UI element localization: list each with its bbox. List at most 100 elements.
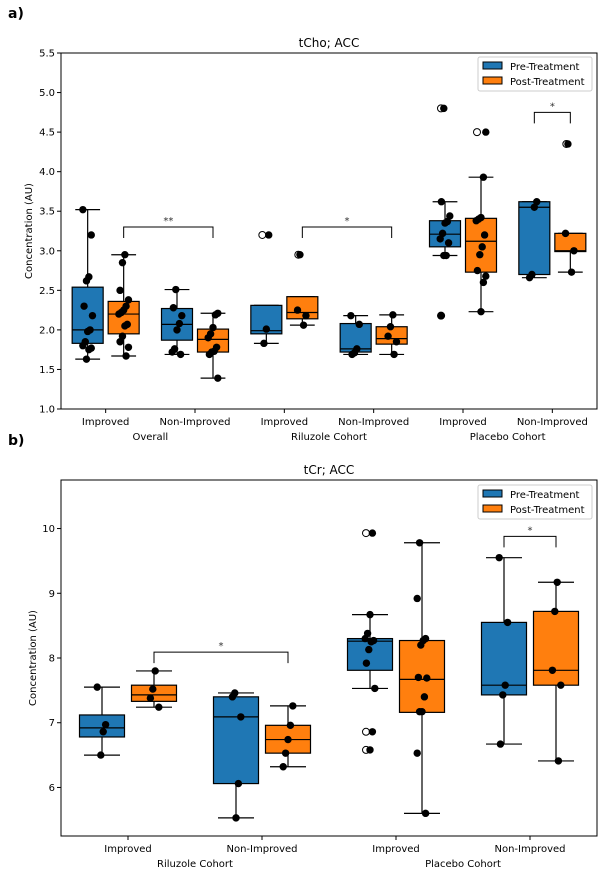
data-point [348, 350, 356, 359]
data-point [415, 539, 424, 547]
data-point [85, 345, 93, 354]
legend-frame [477, 56, 593, 92]
x-tick-label: Improved [104, 844, 151, 855]
box-iqr [398, 639, 446, 713]
data-point [214, 374, 222, 382]
data-point [87, 231, 95, 239]
data-point [525, 273, 534, 282]
data-point [260, 339, 268, 348]
data-point [414, 673, 423, 682]
data-point [169, 304, 178, 312]
chart-title: tCr; ACC [304, 463, 355, 477]
data-point [82, 277, 91, 285]
data-point [365, 645, 373, 654]
data-point [262, 325, 271, 333]
post-treatment-box [107, 251, 140, 360]
data-point [390, 350, 398, 359]
plot-frame [60, 479, 598, 837]
legend-entry: Pre-Treatment [510, 62, 580, 73]
data-point [361, 634, 369, 643]
data-point [173, 326, 181, 334]
significance-label: * [219, 641, 224, 652]
data-point [479, 173, 488, 181]
chart-title: tCho; ACC [299, 36, 360, 50]
group-label: Placebo Cohort [470, 432, 546, 443]
data-point [366, 746, 374, 754]
post-treatment-box [554, 139, 587, 276]
data-point [548, 666, 557, 674]
data-point [366, 610, 374, 619]
x-tick-label: Non-Improved [159, 417, 230, 428]
data-point [444, 239, 453, 247]
data-point [237, 713, 245, 721]
group-label: Overall [132, 432, 168, 443]
data-point [347, 311, 355, 320]
data-point [289, 702, 297, 710]
data-point [421, 809, 430, 818]
data-point [118, 332, 127, 340]
y-tick-label: 7 [49, 718, 55, 729]
data-point [279, 763, 287, 771]
data-point [115, 310, 123, 318]
data-point [234, 779, 243, 788]
y-tick-label: 6 [49, 783, 55, 794]
data-point [99, 728, 107, 736]
data-point [168, 348, 176, 356]
data-point [209, 323, 217, 332]
data-point [496, 740, 505, 748]
x-tick-label: Non-Improved [338, 417, 409, 428]
outlier-marker [362, 727, 370, 736]
data-point [281, 749, 290, 757]
box-iqr [518, 201, 551, 276]
pre-treatment-box [339, 311, 372, 359]
outlier-marker [258, 230, 267, 239]
data-point [384, 332, 392, 340]
data-point [284, 735, 292, 744]
significance-label: * [528, 525, 533, 536]
data-point [80, 302, 88, 310]
data-point [302, 311, 310, 320]
data-point [228, 693, 237, 701]
data-point [446, 212, 454, 220]
data-point [232, 814, 240, 822]
data-point [118, 258, 127, 267]
data-point [204, 334, 212, 342]
data-point [561, 229, 570, 238]
post-treatment-box [264, 702, 312, 771]
data-point [495, 553, 503, 562]
pre-treatment-box [250, 230, 283, 348]
pre-treatment-box [71, 205, 104, 363]
y-tick-label: 3.5 [39, 207, 55, 218]
y-tick-label: 9 [49, 589, 55, 600]
y-tick-label: 10 [42, 524, 55, 535]
data-point [211, 311, 220, 319]
post-treatment-box [130, 667, 178, 711]
group-label: Riluzole Cohort [291, 432, 367, 443]
legend-swatch-post [482, 504, 503, 513]
data-point [368, 728, 377, 736]
data-point [116, 286, 124, 295]
data-point [499, 691, 507, 699]
significance-bracket [153, 651, 289, 664]
data-point [176, 350, 185, 359]
data-point [503, 618, 512, 627]
data-point [101, 720, 110, 729]
significance-label: * [345, 216, 350, 227]
group-label: Placebo Cohort [425, 859, 501, 870]
y-tick-label: 5.0 [39, 88, 55, 99]
data-point [83, 327, 92, 336]
data-point [440, 251, 448, 260]
y-tick-label: 3.0 [39, 246, 55, 257]
data-point [88, 311, 97, 320]
data-point [551, 607, 559, 616]
pre-treatment-box [428, 104, 462, 320]
data-point [97, 751, 105, 759]
post-treatment-box [464, 128, 498, 316]
y-tick-label: 4.5 [39, 128, 55, 139]
y-tick-label: 2.0 [39, 325, 55, 336]
significance-bracket [123, 226, 214, 239]
data-point [413, 594, 421, 603]
